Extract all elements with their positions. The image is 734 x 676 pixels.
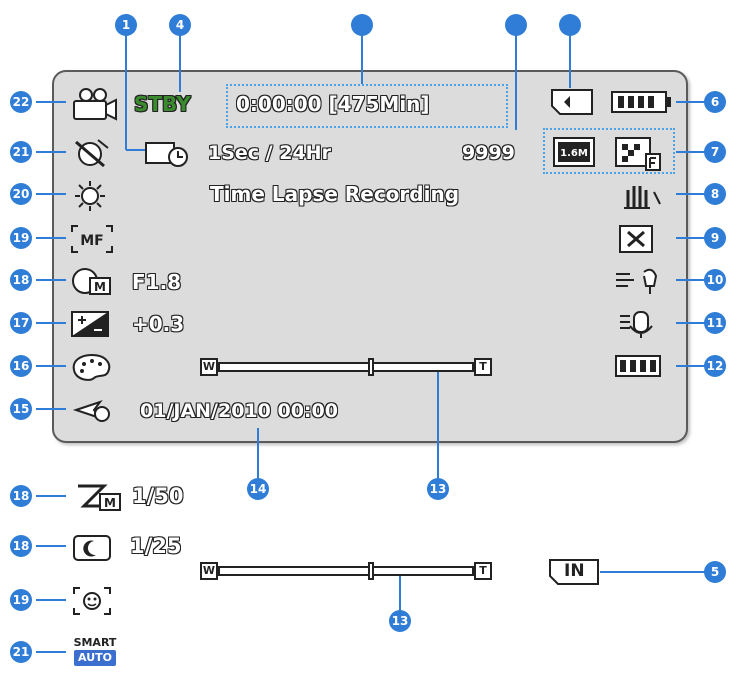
callout-17: 17 — [10, 312, 32, 334]
callout-16: 16 — [10, 355, 32, 377]
callout-4: 4 — [169, 14, 191, 36]
callout-3 — [505, 14, 527, 36]
smart-label: SMART — [73, 636, 117, 649]
anti-shake-icon — [624, 186, 661, 209]
zoom-wide-label: W — [200, 358, 218, 376]
callout-19b: 19 — [10, 589, 32, 611]
face-detect-icon — [73, 587, 111, 615]
time-lapse-icon — [145, 142, 188, 167]
callout-13a: 13 — [427, 478, 449, 500]
timecode-highlight — [226, 84, 508, 128]
callout-19: 19 — [10, 227, 32, 249]
callout-20: 20 — [10, 183, 32, 205]
zoom-bar-digital: W T — [200, 562, 492, 580]
zoom-tele-label: T — [474, 358, 492, 376]
resolution-label: 1.6M — [560, 148, 588, 159]
gps-off-icon — [75, 139, 109, 168]
callout-14: 14 — [247, 478, 269, 500]
night-icon — [73, 535, 111, 561]
svg-text:M: M — [104, 496, 116, 510]
backlight-icon — [619, 225, 653, 253]
auto-label: AUTO — [74, 650, 116, 666]
mode-title: Time Lapse Recording — [210, 182, 460, 206]
callout-13b: 13 — [389, 610, 411, 632]
photo-quality-icon — [615, 137, 661, 171]
svg-text:M: M — [94, 280, 106, 294]
exposure-value: +0.3 — [132, 312, 185, 336]
photo-settings-highlight — [543, 128, 675, 174]
storage-card-icon — [551, 89, 593, 115]
internal-memory-icon: IN — [548, 558, 600, 586]
shutter-value: 1/50 — [132, 484, 184, 508]
resolution-icon: 1.6M — [553, 137, 595, 167]
wide-icon — [615, 355, 661, 377]
callout-5: 5 — [704, 561, 726, 583]
internal-memory-label: IN — [564, 561, 585, 581]
callout-22: 22 — [10, 91, 32, 113]
interval-display: 1Sec / 24Hr — [208, 142, 331, 164]
aperture-icon: M — [72, 268, 111, 295]
lcd-screen — [52, 70, 688, 443]
callout-18: 18 — [10, 269, 32, 291]
callout-18b: 18 — [10, 485, 32, 507]
callout-11: 11 — [704, 312, 726, 334]
standby-label: STBY — [134, 92, 191, 116]
wind-cut-icon — [616, 268, 658, 294]
zoom-track-2 — [218, 566, 474, 576]
callout-12: 12 — [704, 355, 726, 377]
callout-10: 10 — [704, 269, 726, 291]
callout-18c: 18 — [10, 535, 32, 557]
timecode-display: 0:00:00 [475Min] — [236, 92, 430, 116]
callout-6: 6 — [704, 91, 726, 113]
zoom-bar: W T — [200, 358, 492, 376]
white-balance-icon — [75, 181, 105, 211]
aperture-value: F1.8 — [132, 270, 182, 294]
callout-1: 1 — [115, 14, 137, 36]
callout-2 — [351, 14, 373, 36]
zoom-tele-label-2: T — [474, 562, 492, 580]
shutter-icon: M — [78, 484, 121, 511]
manual-focus-icon: MF — [71, 225, 113, 253]
zoom-knob — [368, 358, 374, 376]
svg-text:MF: MF — [80, 233, 104, 249]
callout-21: 21 — [10, 141, 32, 163]
zoom-knob-2 — [368, 562, 374, 580]
shutter-alt-value: 1/25 — [130, 534, 182, 558]
exposure-icon — [71, 311, 109, 337]
callout-15: 15 — [10, 398, 32, 420]
mic-icon — [620, 311, 653, 338]
remaining-count: 9999 — [462, 142, 515, 164]
world-time-icon — [72, 400, 110, 422]
callout-storage — [559, 14, 581, 36]
color-filter-icon — [72, 353, 111, 381]
battery-icon — [611, 91, 671, 113]
smart-auto-icon: SMART AUTO — [72, 636, 118, 668]
datetime-display: 01/JAN/2010 00:00 — [140, 400, 338, 422]
zoom-wide-label-2: W — [200, 562, 218, 580]
callout-21b: 21 — [10, 641, 32, 663]
zoom-track — [218, 362, 474, 372]
callout-9: 9 — [704, 227, 726, 249]
callout-8: 8 — [704, 183, 726, 205]
callout-7: 7 — [704, 141, 726, 163]
camcorder-icon — [73, 88, 117, 121]
